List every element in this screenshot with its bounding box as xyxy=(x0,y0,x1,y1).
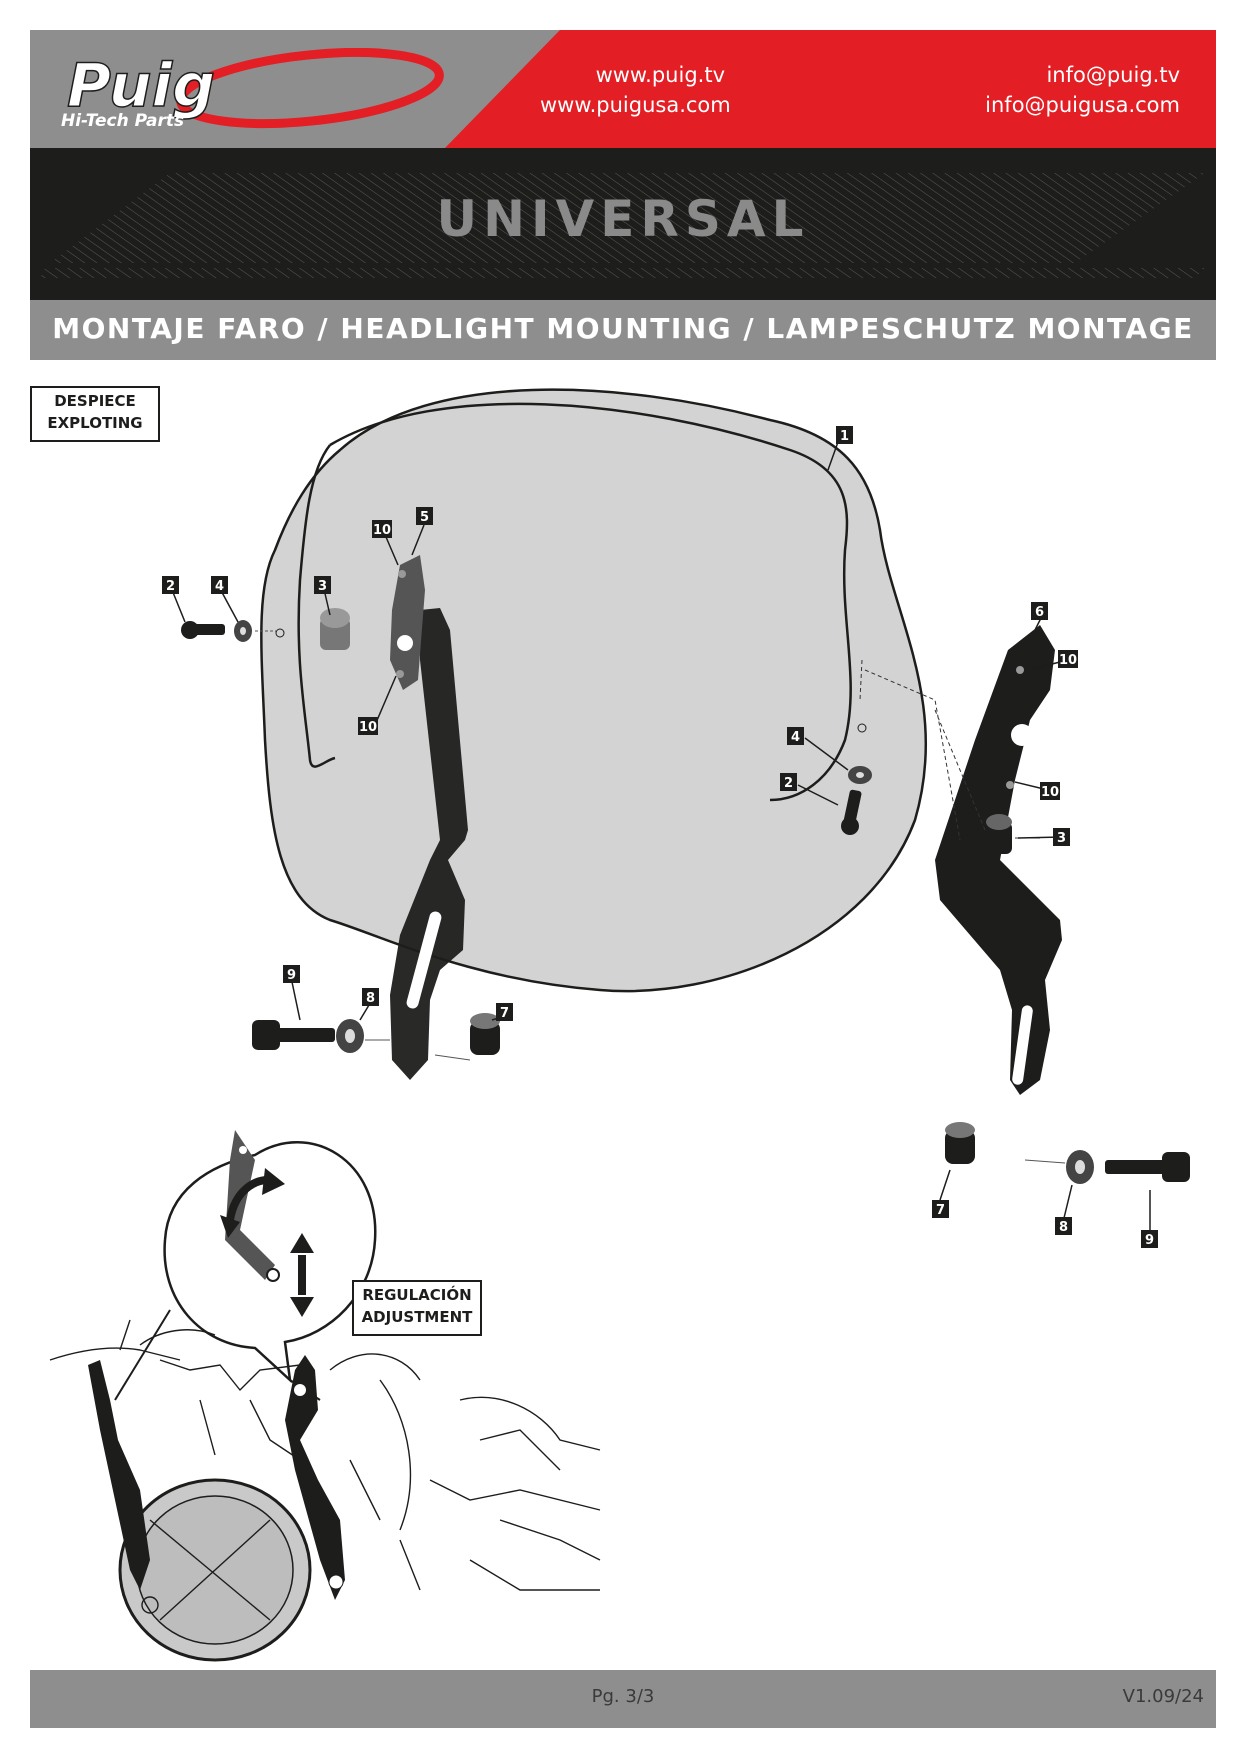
tag-10: 10 xyxy=(372,520,392,538)
svg-text:8: 8 xyxy=(366,991,375,1006)
adjustment-label-en: ADJUSTMENT xyxy=(361,1308,473,1326)
tag-4: 4 xyxy=(787,727,804,745)
tag-10: 10 xyxy=(1058,650,1078,668)
tag-7: 7 xyxy=(932,1200,949,1218)
spacer-3-right xyxy=(986,814,1012,854)
screw-2-right xyxy=(841,789,862,835)
bracket-mounted-right xyxy=(285,1355,345,1600)
tag-8: 8 xyxy=(362,988,379,1006)
adjustment-label: REGULACIÓN ADJUSTMENT xyxy=(352,1280,482,1336)
exploded-diagram: 1 2 4 3 10 5 10 6 10 10 3 4 2 9 8 7 7 8 … xyxy=(49,388,1190,1662)
svg-text:9: 9 xyxy=(287,968,296,983)
link-puig-tv[interactable]: www.puig.tv xyxy=(595,63,725,87)
tag-2: 2 xyxy=(780,773,797,791)
link-puigusa[interactable]: www.puigusa.com xyxy=(540,93,731,117)
contact-email: info@puig.tv info@puigusa.com xyxy=(930,60,1180,120)
tag-3: 3 xyxy=(1053,828,1070,846)
adjustment-callout xyxy=(114,1130,377,1401)
puig-logo: Puig Hi-Tech Parts xyxy=(61,48,444,131)
svg-text:7: 7 xyxy=(936,1203,945,1218)
page-title: UNIVERSAL xyxy=(436,190,810,248)
tag-4: 4 xyxy=(211,576,228,594)
exploded-view-label: DESPIECE EXPLOTING xyxy=(30,386,160,442)
adjustment-label-es: REGULACIÓN xyxy=(362,1286,472,1304)
svg-text:10: 10 xyxy=(373,523,391,538)
tag-8: 8 xyxy=(1055,1217,1072,1235)
windscreen xyxy=(260,388,928,993)
spacer-7-right xyxy=(945,1122,975,1164)
svg-text:10: 10 xyxy=(1059,653,1077,668)
contact-web: www.puig.tv www.puigusa.com xyxy=(540,60,731,120)
svg-text:9: 9 xyxy=(1145,1233,1154,1248)
tag-5: 5 xyxy=(416,507,433,525)
svg-text:4: 4 xyxy=(791,730,800,745)
section-title: MONTAJE FARO / HEADLIGHT MOUNTING / LAMP… xyxy=(52,312,1194,345)
svg-text:10: 10 xyxy=(359,720,377,735)
title-band: UNIVERSAL xyxy=(30,148,1216,300)
left-bracket xyxy=(390,608,468,1080)
tag-1: 1 xyxy=(836,426,853,444)
spacer-3-left xyxy=(320,608,350,650)
svg-text:2: 2 xyxy=(784,776,793,791)
svg-text:7: 7 xyxy=(500,1006,509,1021)
motorcycle-sketch xyxy=(49,1319,601,1662)
version-label: V1.09/24 xyxy=(1122,1686,1204,1707)
tag-2: 2 xyxy=(162,576,179,594)
header-red-band xyxy=(445,30,1216,148)
svg-text:1: 1 xyxy=(840,429,849,444)
spacer-7-left xyxy=(470,1013,500,1055)
svg-text:3: 3 xyxy=(318,579,327,594)
bolt-9-right xyxy=(1105,1152,1190,1182)
svg-text:10: 10 xyxy=(1041,785,1059,800)
email-puigusa[interactable]: info@puigusa.com xyxy=(985,93,1180,117)
tag-10: 10 xyxy=(1040,782,1060,800)
screw-2-left xyxy=(181,621,225,639)
bracket-mounted-left xyxy=(88,1360,150,1590)
tag-9: 9 xyxy=(1141,1230,1158,1248)
tag-6: 6 xyxy=(1031,602,1048,620)
exploded-label-es: DESPIECE xyxy=(54,392,136,410)
right-bracket xyxy=(935,625,1062,1095)
email-puig-tv[interactable]: info@puig.tv xyxy=(1046,63,1180,87)
exploded-label-de: EXPLOTING xyxy=(47,414,143,432)
tag-10: 10 xyxy=(358,717,378,735)
tag-3: 3 xyxy=(314,576,331,594)
section-band: MONTAJE FARO / HEADLIGHT MOUNTING / LAMP… xyxy=(30,300,1216,360)
brand-name: Puig xyxy=(67,51,215,121)
part-5-clamp xyxy=(390,555,425,690)
svg-text:3: 3 xyxy=(1057,831,1066,846)
svg-text:5: 5 xyxy=(420,510,429,525)
svg-text:2: 2 xyxy=(166,579,175,594)
footer-band: Pg. 3/3 V1.09/24 xyxy=(30,1670,1216,1728)
svg-text:4: 4 xyxy=(215,579,224,594)
bolt-9-left xyxy=(252,1020,335,1050)
svg-text:8: 8 xyxy=(1059,1220,1068,1235)
page-number: Pg. 3/3 xyxy=(591,1686,655,1707)
tag-9: 9 xyxy=(283,965,300,983)
brand-tagline: Hi-Tech Parts xyxy=(61,111,184,131)
svg-text:6: 6 xyxy=(1035,605,1044,620)
hatch-pattern xyxy=(40,173,1205,278)
tag-7: 7 xyxy=(496,1003,513,1021)
